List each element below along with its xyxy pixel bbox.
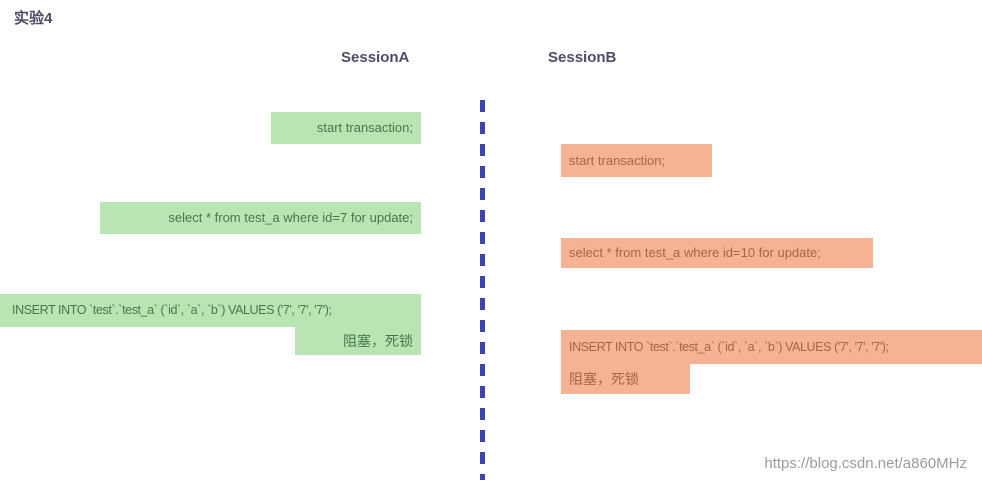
- column-header-session-a: SessionA: [341, 49, 410, 66]
- session-b-step-insert: INSERT INTO `test`.`test_a` (`id`, `a`, …: [561, 330, 982, 364]
- watermark-url: https://blog.csdn.net/a860MHz: [764, 455, 967, 472]
- session-a-step-select-for-update: select * from test_a where id=7 for upda…: [100, 202, 421, 234]
- session-a-deadlock-note: 阻塞，死锁: [295, 327, 421, 355]
- page-title: 实验4: [14, 10, 53, 27]
- session-b-deadlock-note: 阻塞，死锁: [561, 364, 690, 394]
- session-divider-dashed-line: [480, 100, 485, 480]
- session-b-step-start-transaction: start transaction;: [561, 144, 712, 177]
- session-a-step-insert: INSERT INTO `test`.`test_a` (`id`, `a`, …: [0, 294, 421, 327]
- session-b-step-select-for-update: select * from test_a where id=10 for upd…: [561, 238, 873, 268]
- session-a-step-start-transaction: start transaction;: [271, 112, 421, 144]
- column-header-session-b: SessionB: [548, 49, 617, 66]
